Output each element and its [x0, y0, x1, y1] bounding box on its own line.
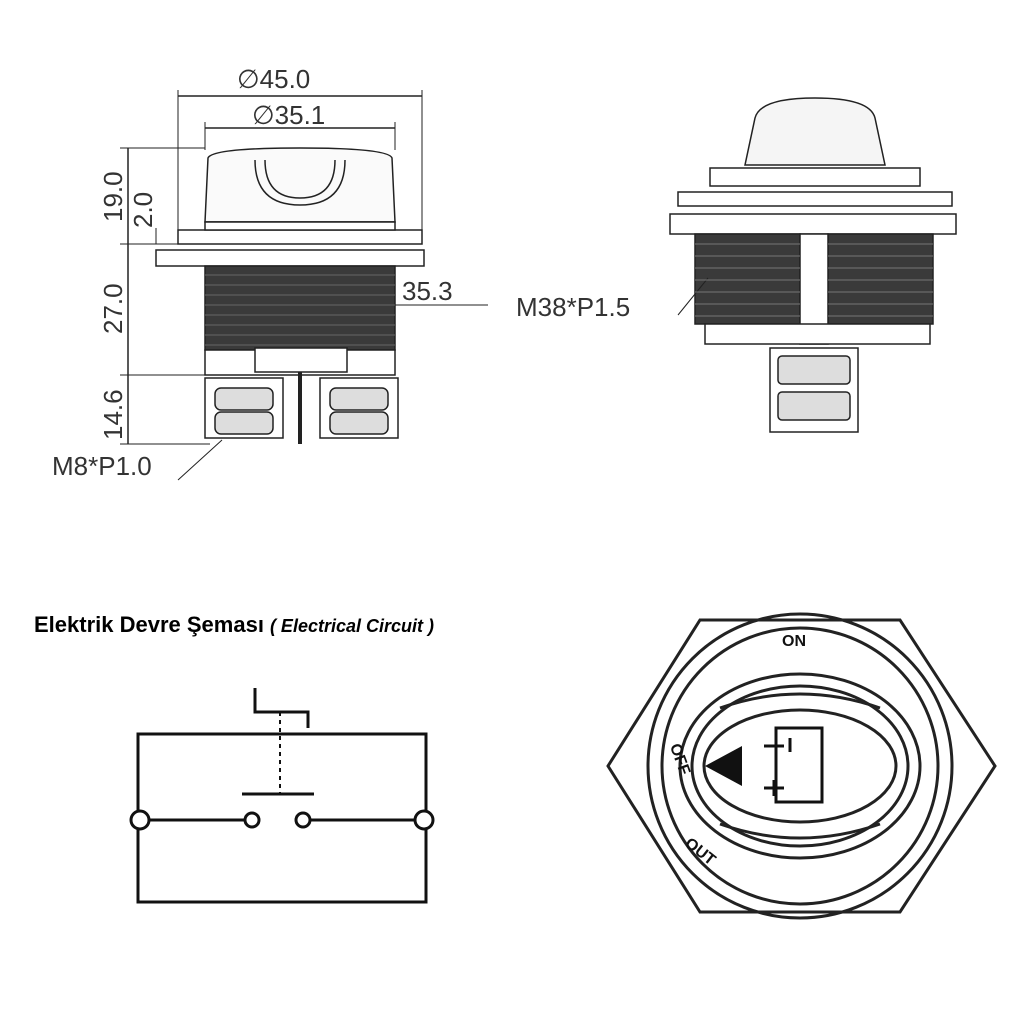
dim-outer-diameter: ∅45.0 — [237, 64, 310, 94]
dim-flange-thickness: 2.0 — [128, 192, 158, 228]
dim-inner-diameter: ∅35.1 — [252, 100, 325, 130]
dim-body-width: 35.3 — [402, 276, 453, 306]
dim-terminal-height: 14.6 — [98, 389, 128, 440]
dim-terminal-thread: M8*P1.0 — [52, 451, 152, 481]
knob-top-view — [606, 612, 997, 920]
arrow-icon — [705, 746, 742, 786]
side-view-drawing — [669, 97, 957, 433]
side-thread-lines — [695, 243, 933, 317]
circuit-title-main: Elektrik Devre Şeması — [34, 612, 264, 637]
battery-symbol-icon — [764, 726, 824, 804]
front-view-drawing — [120, 90, 488, 481]
label-on: ON — [782, 633, 806, 650]
circuit-schematic — [129, 688, 435, 904]
front-thread-lines — [205, 274, 395, 346]
circuit-title: Elektrik Devre Şeması( Electrical Circui… — [34, 612, 434, 638]
circuit-title-sub: ( Electrical Circuit ) — [269, 616, 434, 636]
dim-body-thread: M38*P1.5 — [516, 292, 630, 322]
dim-body-height: 27.0 — [98, 283, 128, 334]
dim-height-total: 19.0 — [98, 171, 128, 222]
